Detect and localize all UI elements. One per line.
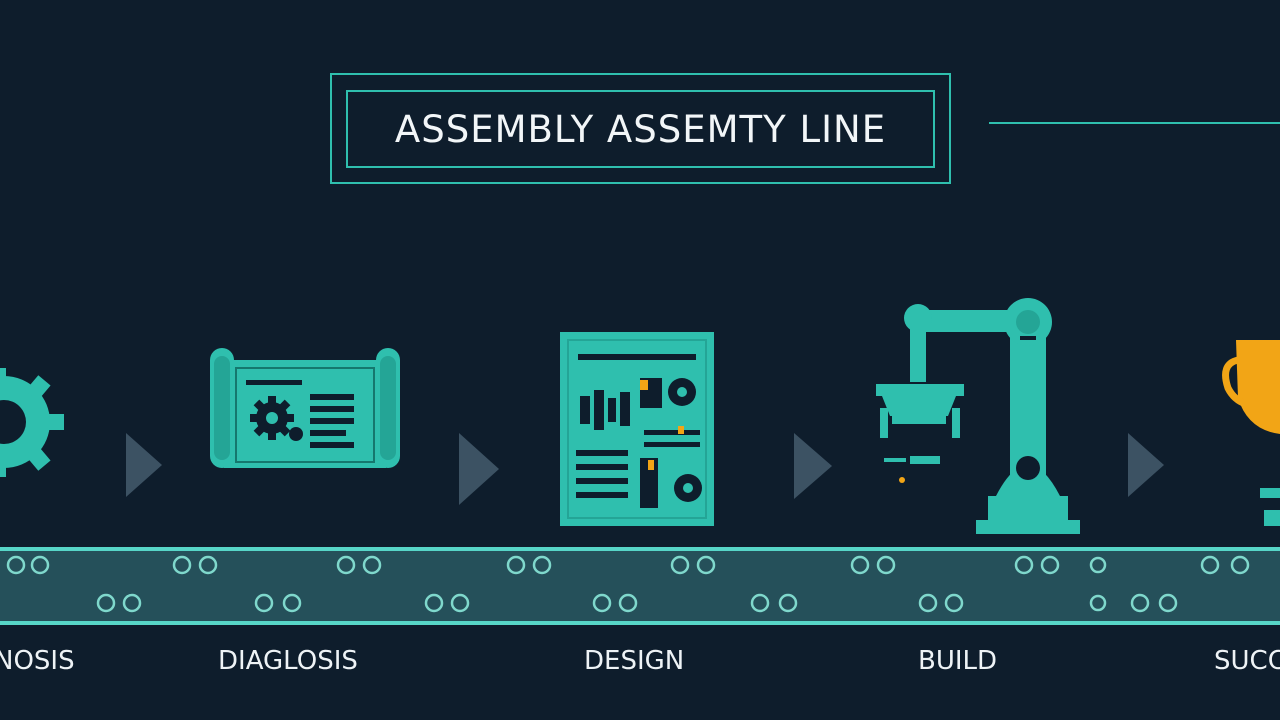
title-frame-inner: ASSEMBLY ASSEMTY LINE <box>346 90 935 168</box>
arrow-right-icon <box>1128 433 1164 497</box>
design-document-icon <box>560 332 714 526</box>
stage-label-2: DIAGLOSIS <box>218 646 358 676</box>
stage-label-5: SUCC <box>1214 646 1280 676</box>
trophy-icon <box>1222 340 1280 526</box>
gear-icon <box>0 368 64 477</box>
stage-label-1: NOSIS <box>0 646 75 676</box>
diagram-title: ASSEMBLY ASSEMTY LINE <box>394 107 887 151</box>
stage-label-4: BUILD <box>918 646 998 676</box>
title-frame-outer <box>330 73 951 184</box>
arrow-right-icon <box>794 433 832 499</box>
conveyor-belt <box>0 547 1280 625</box>
arrow-right-icon <box>459 433 499 505</box>
blueprint-icon <box>210 348 400 468</box>
belt-rollers <box>6 555 1250 613</box>
arrow-right-icon <box>126 433 162 497</box>
robotic-arm-icon <box>876 298 1080 534</box>
stage-label-3: DESIGN <box>584 646 685 676</box>
title-divider-line <box>989 122 1280 124</box>
